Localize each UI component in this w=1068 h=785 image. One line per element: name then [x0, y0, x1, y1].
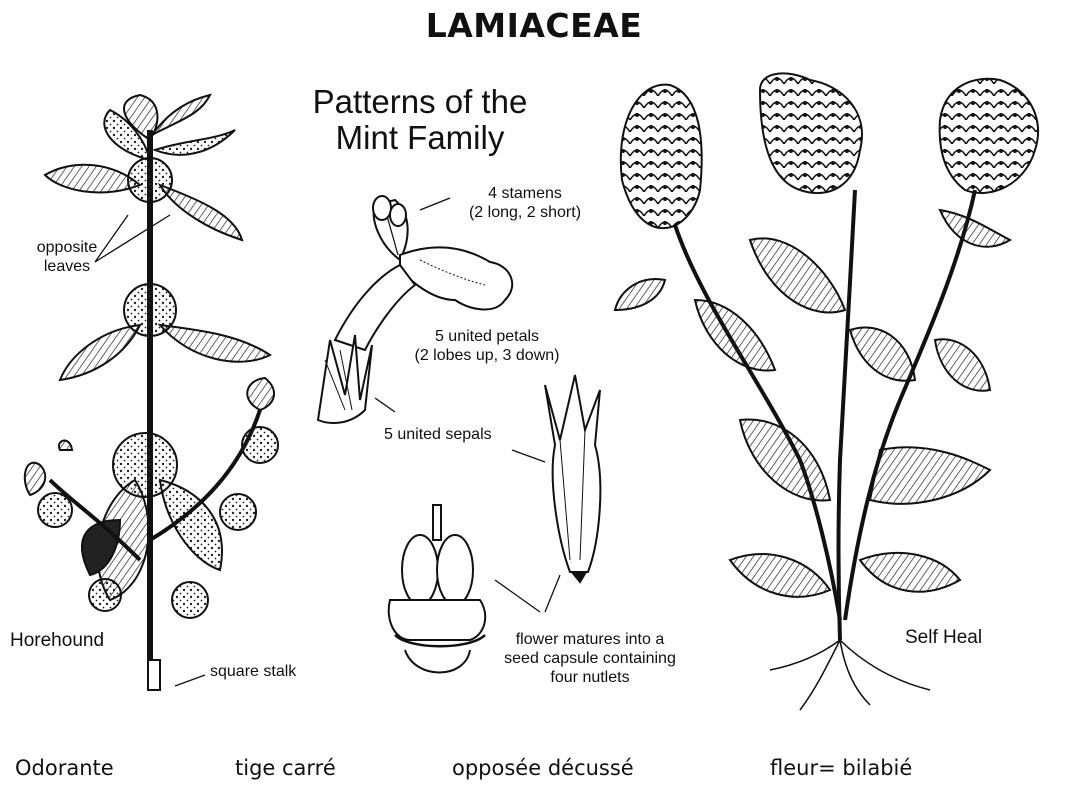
- label-stamens: 4 stamens (2 long, 2 short): [440, 184, 610, 222]
- label-stamens-line2: (2 long, 2 short): [440, 203, 610, 222]
- footer-odorante: Odorante: [15, 756, 114, 780]
- label-opposite-leaves-line1: opposite: [22, 238, 112, 257]
- label-stamens-line1: 4 stamens: [440, 184, 610, 203]
- label-petals: 5 united petals (2 lobes up, 3 down): [392, 327, 582, 365]
- label-sepals: 5 united sepals: [384, 425, 492, 444]
- footer-opposee-decusse: opposée décussé: [452, 756, 634, 780]
- horehound-plant: [25, 95, 278, 690]
- label-horehound: Horehound: [10, 630, 104, 652]
- label-petals-line2: (2 lobes up, 3 down): [392, 346, 582, 365]
- label-petals-line1: 5 united petals: [392, 327, 582, 346]
- label-opposite-leaves: opposite leaves: [22, 238, 112, 276]
- label-seed-capsule-line1: flower matures into a: [480, 630, 700, 649]
- self-heal-plant: [615, 73, 1038, 710]
- label-seed-capsule: flower matures into a seed capsule conta…: [480, 630, 700, 687]
- label-square-stalk: square stalk: [210, 662, 296, 681]
- footer-fleur-bilabie: fleur= bilabié: [770, 756, 912, 780]
- footer-tige-carre: tige carré: [235, 756, 336, 780]
- label-seed-capsule-line3: four nutlets: [480, 668, 700, 687]
- label-self-heal: Self Heal: [905, 627, 982, 649]
- label-opposite-leaves-line2: leaves: [22, 257, 112, 276]
- label-seed-capsule-line2: seed capsule containing: [480, 649, 700, 668]
